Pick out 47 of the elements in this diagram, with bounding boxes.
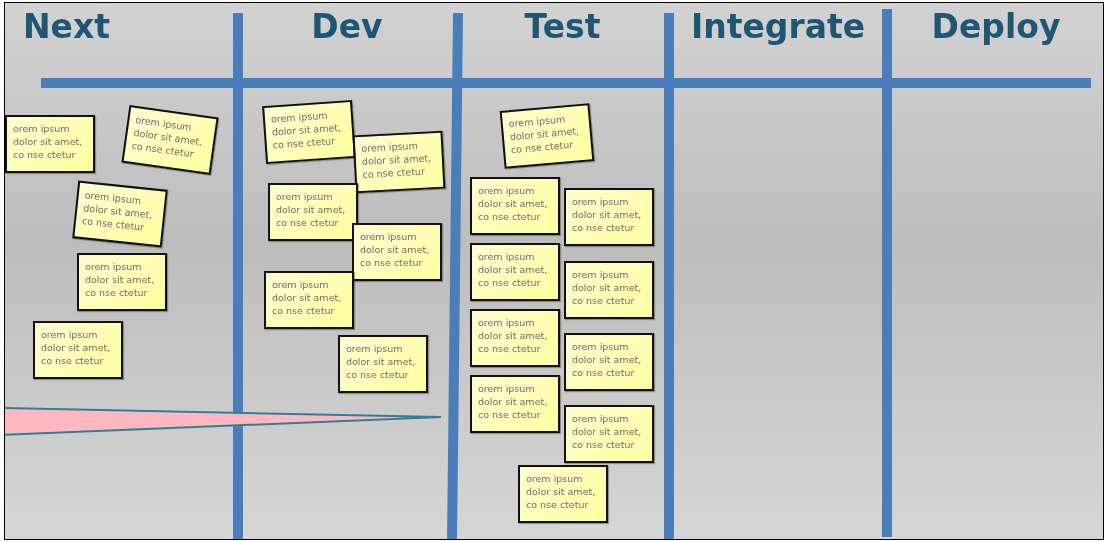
sticky-note [499, 103, 595, 169]
sticky-note [77, 253, 167, 311]
sticky-note [5, 115, 95, 173]
sticky-note [470, 243, 560, 301]
note-text: orem ipsum dolor sit amet, co nse ctetur [478, 316, 549, 355]
note-text: orem ipsum dolor sit amet, co nse ctetur [572, 268, 643, 307]
note-text: orem ipsum dolor sit amet, co nse ctetur [85, 260, 156, 299]
note-text: orem ipsum dolor sit amet, co nse ctetur [572, 195, 643, 234]
note-text: orem ipsum dolor sit amet, co nse ctetur [478, 382, 549, 421]
note-text: orem ipsum dolor sit amet, co nse ctetur [41, 328, 112, 367]
note-text: orem ipsum dolor sit amet, co nse ctetur [276, 190, 347, 229]
sticky-note [264, 271, 354, 329]
sticky-note [268, 183, 358, 241]
note-text: orem ipsum dolor sit amet, co nse ctetur [478, 250, 549, 289]
note-text: orem ipsum dolor sit amet, co nse ctetur [81, 188, 154, 235]
note-text: orem ipsum dolor sit amet, co nse ctetur [526, 472, 597, 511]
pointer-wedge [5, 406, 442, 437]
sticky-note [470, 309, 560, 367]
sticky-note [564, 188, 654, 246]
sticky-note [564, 333, 654, 391]
sticky-note [352, 130, 446, 194]
note-text: orem ipsum dolor sit amet, co nse ctetur [508, 112, 581, 157]
column-heading: Dev [310, 7, 384, 46]
sticky-note [352, 223, 442, 281]
note-text: orem ipsum dolor sit amet, co nse ctetur [131, 113, 204, 162]
sticky-note [470, 375, 560, 433]
note-text: orem ipsum dolor sit amet, co nse ctetur [478, 184, 549, 223]
sticky-note [262, 99, 356, 165]
sticky-note [33, 321, 123, 379]
sticky-note [72, 180, 168, 248]
note-text: orem ipsum dolor sit amet, co nse ctetur [270, 108, 343, 152]
note-text: orem ipsum dolor sit amet, co nse ctetur [346, 342, 417, 381]
note-text: orem ipsum dolor sit amet, co nse ctetur [272, 278, 343, 317]
note-text: orem ipsum dolor sit amet, co nse ctetur [13, 122, 84, 161]
sticky-note [564, 405, 654, 463]
column-heading: Integrate [689, 7, 867, 46]
sticky-note [470, 177, 560, 235]
note-text: orem ipsum dolor sit amet, co nse ctetur [572, 340, 643, 379]
sticky-note [518, 465, 608, 523]
sticky-note [338, 335, 428, 393]
sticky-note [564, 261, 654, 319]
note-text: orem ipsum dolor sit amet, co nse ctetur [360, 230, 431, 269]
column-heading: Test [523, 7, 602, 46]
column-heading: Deploy [930, 7, 1062, 46]
note-text: orem ipsum dolor sit amet, co nse ctetur [360, 139, 433, 181]
note-text: orem ipsum dolor sit amet, co nse ctetur [572, 412, 643, 451]
column-heading: Next [22, 7, 112, 46]
